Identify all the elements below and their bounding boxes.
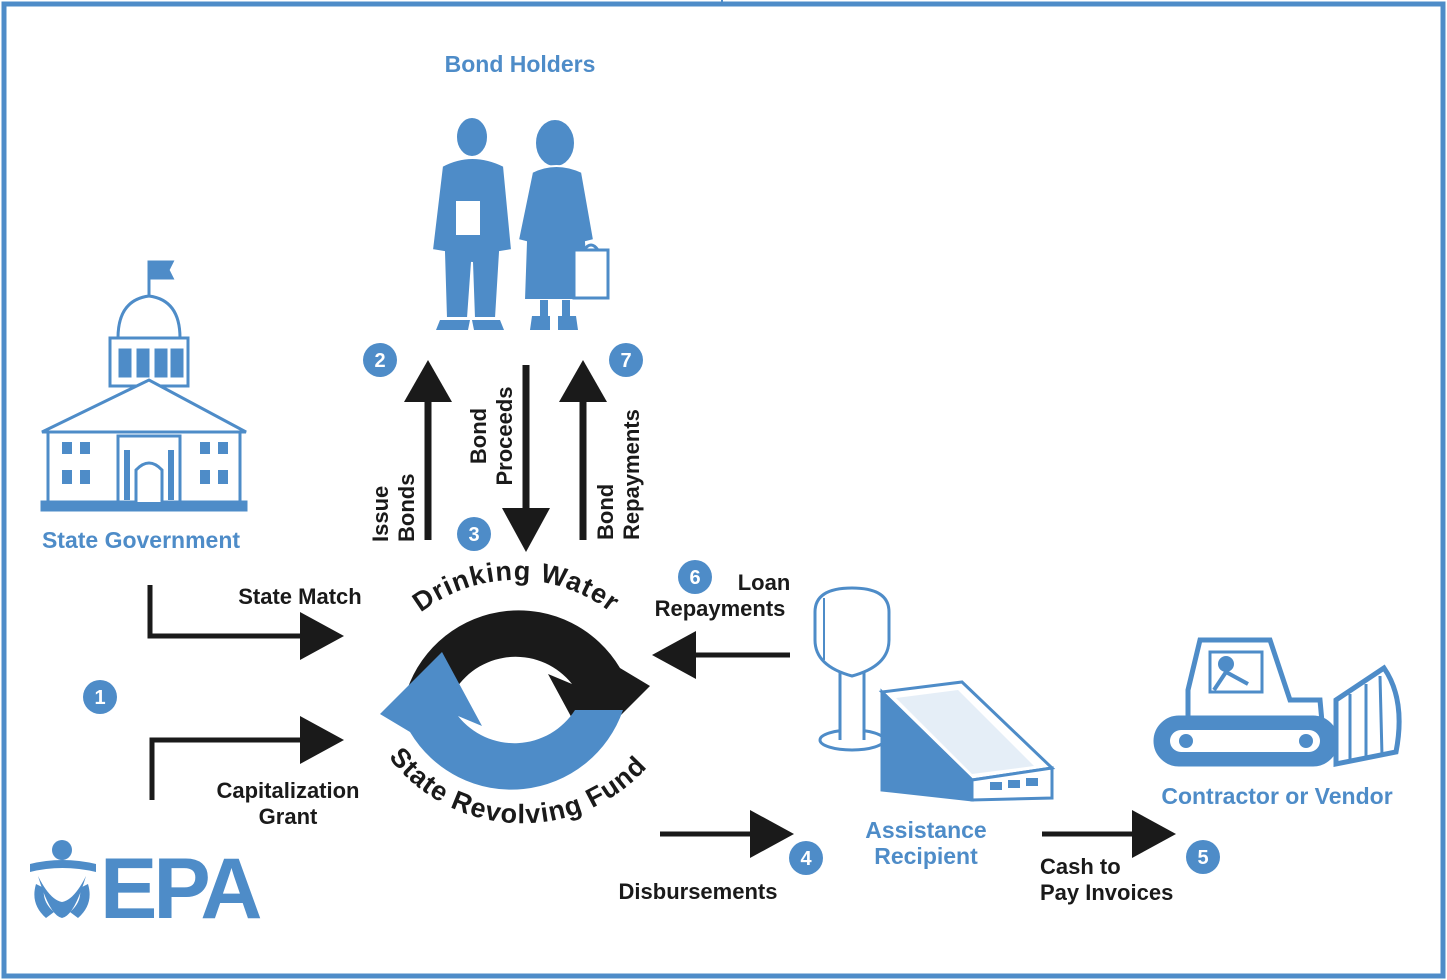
contractor-vendor-label: Contractor or Vendor [1161, 783, 1392, 809]
state-government-label: State Government [42, 527, 240, 553]
svg-text:Issue: Issue [368, 486, 393, 542]
loan-repayments-label-2: Repayments [655, 596, 786, 621]
bond-proceeds-arrow [502, 365, 550, 552]
loan-repayments-label-1: Loan [738, 570, 791, 595]
step-badge-3: 3 [457, 517, 491, 551]
capitalization-grant-label-2: Grant [259, 804, 318, 829]
svg-text:5: 5 [1197, 847, 1208, 869]
assistance-recipient-label-1: Assistance [865, 817, 986, 843]
building-icon [878, 680, 1056, 802]
revolving-fund-icon [380, 610, 650, 790]
water-tower-icon [813, 586, 891, 752]
disbursements-label: Disbursements [619, 879, 778, 904]
bond-holders-people-icon [430, 116, 610, 330]
capitol-building-icon [40, 260, 248, 512]
svg-text:Proceeds: Proceeds [492, 386, 517, 485]
epa-logo-icon: EPA [30, 840, 264, 937]
bond-holders-label: Bond Holders [445, 51, 596, 77]
step-badge-7: 7 [609, 343, 643, 377]
svg-text:1: 1 [94, 687, 105, 709]
step-badge-5: 5 [1186, 840, 1220, 874]
svg-text:Repayments: Repayments [619, 409, 644, 540]
disbursements-arrow [660, 810, 794, 858]
svg-text:2: 2 [374, 350, 385, 372]
issue-bonds-arrow [404, 360, 452, 540]
svg-text:Bond: Bond [466, 408, 491, 464]
cash-to-pay-label-2: Pay Invoices [1040, 880, 1173, 905]
svg-text:4: 4 [800, 848, 812, 870]
svg-text:Bond: Bond [593, 484, 618, 540]
state-match-label: State Match [238, 584, 361, 609]
state-match-arrow [147, 585, 344, 660]
step-badge-4: 4 [789, 841, 823, 875]
bond-repayments-arrow [559, 360, 607, 540]
bond-repayments-label: Bond Repayments [593, 409, 644, 540]
fund-top-label: Drinking Water [407, 556, 625, 618]
svg-text:3: 3 [468, 524, 479, 546]
bond-proceeds-label: Bond Proceeds [466, 386, 517, 485]
svg-text:EPA: EPA [100, 841, 260, 937]
cash-to-pay-arrow [1042, 810, 1176, 858]
step-badge-2: 2 [363, 343, 397, 377]
cash-to-pay-label-1: Cash to [1040, 854, 1121, 879]
svg-text:7: 7 [620, 350, 631, 372]
step-badge-6: 6 [678, 560, 712, 594]
assistance-recipient-label-2: Recipient [874, 843, 978, 869]
capitalization-grant-arrow [149, 716, 344, 800]
step-badge-1: 1 [83, 680, 117, 714]
loan-repayments-arrow [652, 631, 790, 679]
svg-text:6: 6 [689, 567, 700, 589]
bulldozer-icon [1153, 637, 1402, 768]
capitalization-grant-label: Capitalization [216, 778, 359, 803]
issue-bonds-label: Issue Bonds [368, 474, 419, 542]
svg-text:Bonds: Bonds [394, 474, 419, 542]
